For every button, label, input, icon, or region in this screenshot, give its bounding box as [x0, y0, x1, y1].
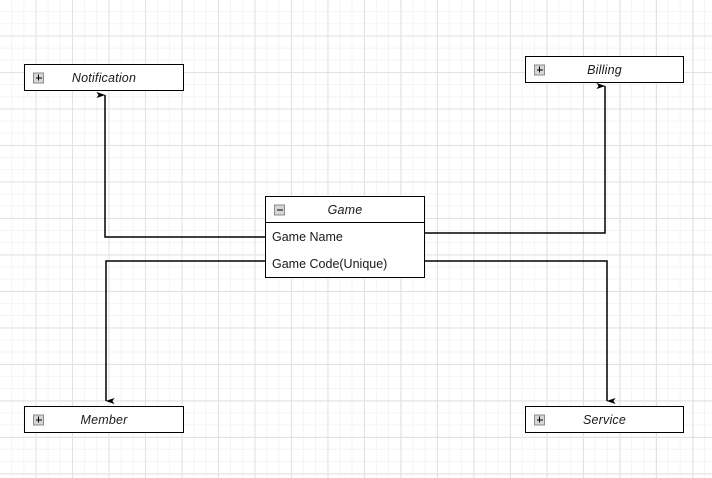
class-node-title: Notification: [71, 70, 137, 85]
class-node-service[interactable]: Service: [525, 406, 684, 433]
class-node-billing[interactable]: Billing: [525, 56, 684, 83]
class-node-title: Service: [582, 412, 627, 427]
minus-icon[interactable]: [274, 204, 285, 215]
class-node-game[interactable]: Game Game Name Game Code(Unique): [265, 196, 425, 278]
class-node-title: Billing: [587, 62, 622, 77]
class-node-notification[interactable]: Notification: [24, 64, 184, 91]
class-node-title: Member: [80, 412, 128, 427]
attribute-label: Game Code(Unique): [272, 256, 388, 271]
class-node-header[interactable]: Service: [526, 407, 683, 432]
attribute-row[interactable]: Game Name: [266, 223, 424, 250]
class-node-header[interactable]: Billing: [526, 57, 683, 82]
class-node-header[interactable]: Member: [25, 407, 183, 432]
connector-game-code-to-member[interactable]: [105, 260, 265, 404]
connector-game-code-to-service[interactable]: [425, 260, 616, 404]
plus-icon[interactable]: [534, 64, 545, 75]
attribute-list: Game Name Game Code(Unique): [266, 223, 424, 277]
plus-icon[interactable]: [33, 414, 44, 425]
class-node-title: Game: [327, 202, 363, 217]
attribute-label: Game Name: [272, 229, 343, 244]
plus-icon[interactable]: [534, 414, 545, 425]
plus-icon[interactable]: [33, 72, 44, 83]
class-node-header[interactable]: Game: [266, 197, 424, 223]
attribute-row[interactable]: Game Code(Unique): [266, 250, 424, 277]
class-node-member[interactable]: Member: [24, 406, 184, 433]
connector-game-name-to-billing[interactable]: [425, 83, 606, 234]
connector-game-name-to-notification[interactable]: [96, 92, 265, 238]
class-node-header[interactable]: Notification: [25, 65, 183, 90]
